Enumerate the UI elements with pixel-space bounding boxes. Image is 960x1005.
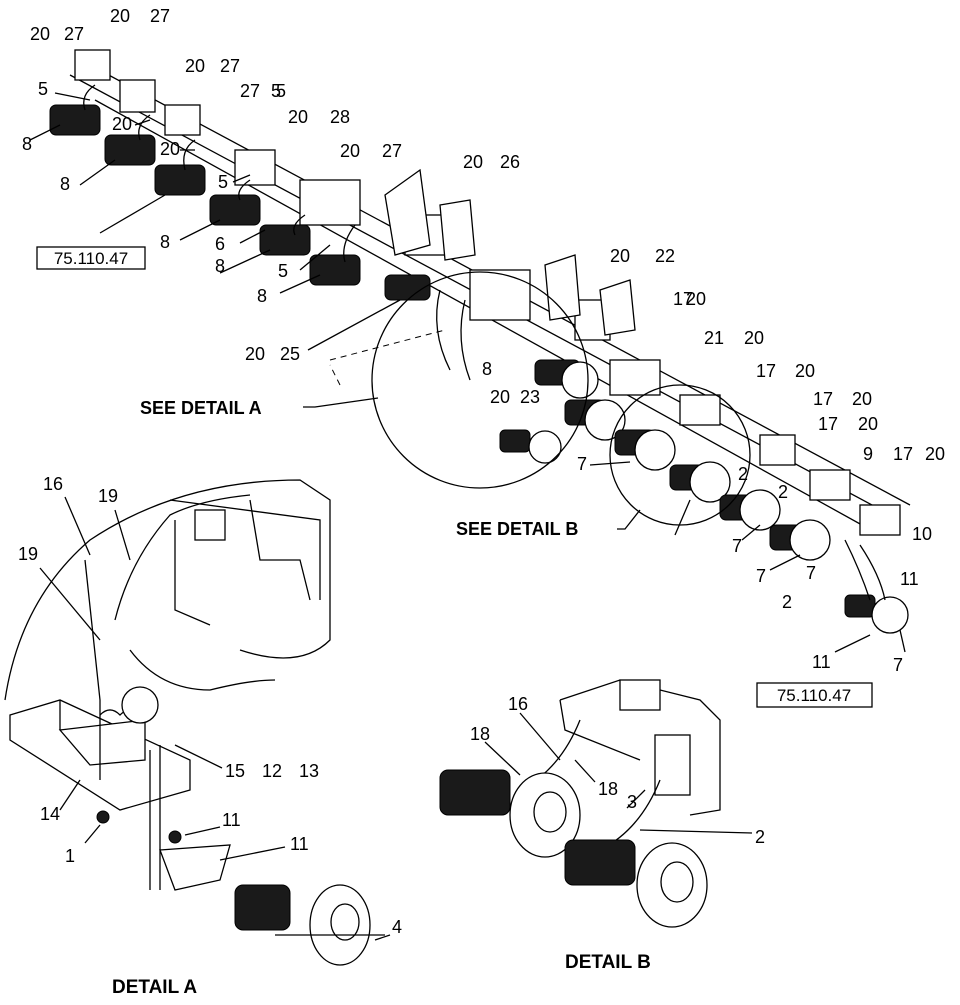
callout-number: 17 (893, 444, 913, 464)
callout-number: 2 (738, 464, 748, 484)
callout-number: 8 (60, 174, 70, 194)
callout-number: 20 (610, 246, 630, 266)
callout-number: 16 (508, 694, 528, 714)
callout-number: 20 (110, 6, 130, 26)
callout-number: 8 (22, 134, 32, 154)
callout-number: 27 (64, 24, 84, 44)
callout-number: 21 (704, 328, 724, 348)
callout-number: 20 (30, 24, 50, 44)
callout-number: 8 (257, 286, 267, 306)
callout-number: 11 (290, 834, 309, 854)
callout-number: 15 (225, 761, 245, 781)
callout-number: 20 (463, 152, 483, 172)
callout-number: 5 (271, 81, 281, 101)
callout-number: 20 (112, 114, 132, 134)
detail-b-title: DETAIL B (565, 952, 651, 973)
callout-number: 17 (756, 361, 776, 381)
callout-number: 28 (330, 107, 350, 127)
callout-number: 11 (222, 810, 241, 830)
closing-wheel-units (49, 104, 431, 301)
callout-number: 3 (627, 792, 637, 812)
callout-number: 19 (98, 486, 118, 506)
callout-number: 5 (218, 172, 228, 192)
callout-number: 7 (893, 655, 903, 675)
callout-number: 17 (813, 389, 833, 409)
callout-number: 5 (38, 79, 48, 99)
callout-number: 16 (43, 474, 63, 494)
detail-a-title: DETAIL A (112, 977, 197, 998)
callout-number: 20 (795, 361, 815, 381)
reference-box-right (756, 682, 873, 708)
callout-number: 8 (160, 232, 170, 252)
detail-a-circle (371, 271, 589, 489)
callout-number: 2 (782, 592, 792, 612)
callout-number: 8 (482, 359, 492, 379)
detail-b-assembly (439, 679, 721, 928)
callout-number: 5 (278, 261, 288, 281)
callout-number: 20 (852, 389, 872, 409)
callout-number: 20 (490, 387, 510, 407)
callout-number: 4 (392, 917, 402, 937)
callout-number: 26 (500, 152, 520, 172)
callout-number: 19 (18, 544, 38, 564)
callout-number: 1 (65, 846, 75, 866)
main-toolbar-assembly (49, 49, 911, 634)
callout-number: 27 (240, 81, 260, 101)
callout-number: 20 (185, 56, 205, 76)
callout-number: 13 (299, 761, 319, 781)
callout-number: 20 (744, 328, 764, 348)
see-detail-b-label: SEE DETAIL B (456, 519, 578, 539)
shanks (83, 84, 471, 381)
callout-number: 14 (40, 804, 60, 824)
callout-number: 5 (276, 81, 286, 101)
callout-number: 10 (912, 524, 932, 544)
callout-number: 18 (470, 724, 490, 744)
callout-number: 27 (382, 141, 402, 161)
see-detail-a-label: SEE DETAIL A (140, 398, 262, 418)
callout-number: 7 (756, 566, 766, 586)
callout-number: 9 (863, 444, 873, 464)
reference-label-left: 75.110.47 (54, 249, 128, 268)
callout-number: 27 (220, 56, 240, 76)
callout-number: 11 (900, 569, 919, 589)
callout-number: 20 (925, 444, 945, 464)
callout-number: 7 (732, 536, 742, 556)
callout-number: 20 (245, 344, 265, 364)
callout-number: 27 (150, 6, 170, 26)
callout-number: 8 (215, 256, 225, 276)
callout-number: 7 (577, 454, 587, 474)
callout-number: 7 (806, 563, 816, 583)
callout-number: 22 (655, 246, 675, 266)
reference-label-right: 75.110.47 (777, 686, 851, 705)
callout-number: 17 (673, 289, 693, 309)
callout-number: 2 (755, 827, 765, 847)
callout-number: 18 (598, 779, 618, 799)
callout-number: 25 (280, 344, 300, 364)
leader-lines (29, 92, 906, 941)
detail-a-assembly (4, 479, 385, 966)
callout-number: 17 (818, 414, 838, 434)
callout-number: 20 (686, 289, 706, 309)
callout-number: 20 (288, 107, 308, 127)
callout-number: 23 (520, 387, 540, 407)
callout-number: 6 (215, 234, 225, 254)
beam-brackets (74, 49, 901, 536)
detail-b-circle (609, 384, 751, 526)
callout-number: 2 (778, 482, 788, 502)
callout-number: 20 (160, 139, 180, 159)
opener-wheel-units (499, 359, 909, 634)
callout-number: 20 (340, 141, 360, 161)
callout-number: 11 (812, 652, 831, 672)
callout-number: 12 (262, 761, 282, 781)
reference-box-left (36, 246, 146, 270)
callout-number: 20 (858, 414, 878, 434)
